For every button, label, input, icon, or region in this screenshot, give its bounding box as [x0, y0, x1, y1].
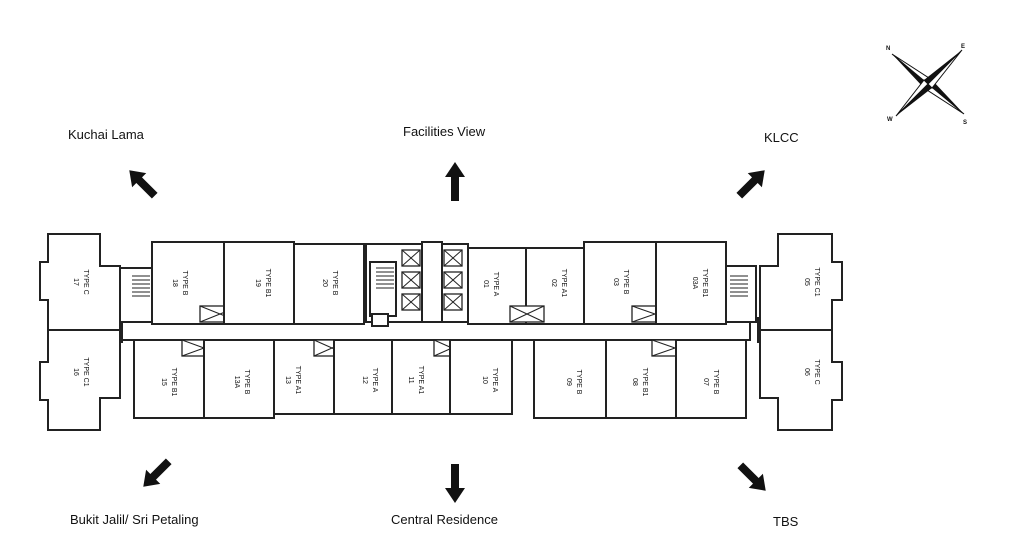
compass-s-label: S [963, 120, 967, 126]
unit-number-label: 03A [691, 277, 698, 290]
unit-05: TYPE C1 05 [759, 233, 843, 331]
unit-19: TYPE B1 19 [223, 241, 295, 325]
unit-number-label: 12 [361, 376, 368, 384]
arrow-north-icon [445, 162, 465, 201]
unit-number-label: 06 [803, 368, 810, 376]
unit-number-label: 13A [233, 376, 240, 389]
unit-number-label: 15 [160, 378, 167, 386]
unit-type-label: TYPE B [243, 370, 250, 395]
arrow-north-west-icon [129, 170, 158, 199]
unit-03: TYPE B 03 [583, 241, 679, 325]
label-bukit-jalil: Bukit Jalil/ Sri Petaling [70, 512, 199, 527]
unit-16: TYPE C1 16 [39, 329, 121, 431]
unit-number-label: 01 [482, 280, 489, 288]
label-facilities-view: Facilities View [403, 124, 486, 139]
unit-12: TYPE A 12 [333, 339, 393, 415]
compass-e-label: E [961, 44, 965, 50]
unit-number-label: 17 [72, 278, 79, 286]
unit-type-label: TYPE A [491, 368, 498, 393]
unit-type-label: TYPE B [712, 370, 719, 395]
unit-18: TYPE B 18 [151, 241, 241, 325]
compass-rose-icon: N E S W [886, 44, 967, 126]
unit-type-label: TYPE A [492, 272, 499, 297]
unit-17: TYPE C 17 [39, 233, 121, 331]
unit-13a: TYPE B 13A [203, 339, 275, 419]
unit-type-label: TYPE C [82, 269, 89, 294]
arrow-north-east-icon [736, 170, 765, 199]
unit-type-label: TYPE B1 [701, 269, 708, 298]
unit-type-label: TYPE A1 [560, 269, 567, 298]
unit-type-label: TYPE B [331, 271, 338, 296]
unit-number-label: 10 [481, 376, 488, 384]
unit-number-label: 02 [550, 279, 557, 287]
unit-number-label: 20 [321, 279, 328, 287]
arrow-south-icon [445, 464, 465, 503]
unit-20: TYPE B 20 [293, 243, 365, 325]
label-central-residence: Central Residence [391, 512, 498, 527]
unit-type-label: TYPE C [813, 359, 820, 384]
unit-number-label: 16 [72, 368, 79, 376]
unit-number-label: 11 [407, 376, 414, 383]
unit-type-label: TYPE B [575, 370, 582, 395]
unit-09: TYPE B 09 [533, 339, 607, 419]
unit-type-label: TYPE C1 [82, 357, 89, 386]
unit-type-label: TYPE A1 [294, 366, 301, 395]
unit-type-label: TYPE A1 [417, 366, 424, 395]
label-klcc: KLCC [764, 130, 799, 145]
unit-number-label: 05 [803, 278, 810, 286]
label-tbs: TBS [773, 514, 799, 529]
unit-type-label: TYPE C1 [813, 267, 820, 296]
unit-10: TYPE A 10 [449, 339, 513, 415]
unit-number-label: 19 [254, 279, 261, 287]
unit-number-label: 18 [171, 279, 178, 287]
unit-type-label: TYPE A [371, 368, 378, 393]
unit-number-label: 03 [612, 278, 619, 286]
compass-n-label: N [886, 46, 890, 52]
unit-number-label: 09 [565, 378, 572, 386]
unit-type-label: TYPE B [181, 271, 188, 296]
unit-03a: TYPE B1 03A [655, 241, 727, 325]
unit-07: TYPE B 07 [675, 339, 747, 419]
arrow-south-east-icon [737, 462, 766, 491]
unit-type-label: TYPE B [622, 270, 629, 295]
arrow-south-west-icon [143, 458, 172, 487]
unit-number-label: 07 [702, 378, 709, 386]
unit-number-label: 13 [284, 376, 291, 384]
unit-02: TYPE A1 02 [509, 247, 585, 325]
unit-type-label: TYPE B1 [264, 269, 271, 298]
compass-w-label: W [887, 117, 893, 123]
lift-core [365, 241, 469, 327]
unit-type-label: TYPE B1 [641, 368, 648, 397]
unit-number-label: 08 [631, 378, 638, 386]
label-kuchai-lama: Kuchai Lama [68, 127, 144, 142]
unit-type-label: TYPE B1 [170, 368, 177, 397]
unit-06: TYPE C 06 [759, 329, 843, 431]
